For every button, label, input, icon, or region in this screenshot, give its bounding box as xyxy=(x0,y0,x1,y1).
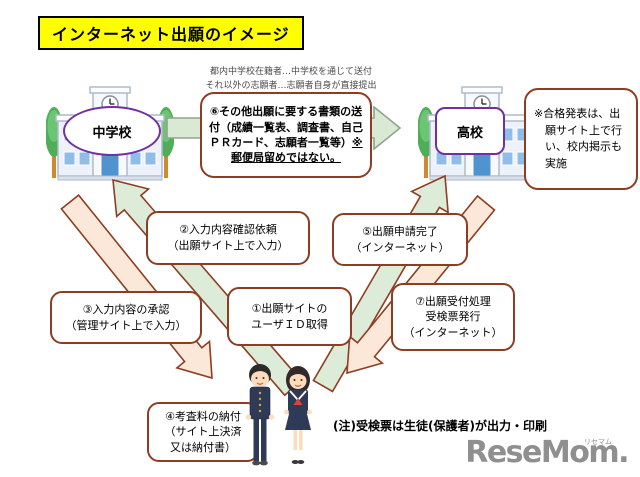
step3-box: ③入力内容の承認 （管理サイト上で入力） xyxy=(50,291,202,344)
student-girl-icon xyxy=(284,366,312,464)
step5-line2: （インターネット） xyxy=(350,240,450,254)
step1-box: ①出願サイトの ユーザＩＤ取得 xyxy=(227,287,352,346)
step3-line1: ③入力内容の承認 xyxy=(82,302,170,316)
step4-box: ④考査料の納付 （サイト上決済 又は納付書） xyxy=(147,402,259,462)
logo-period: . xyxy=(618,435,629,470)
step2-line1: ②入力内容確認依頼 xyxy=(179,223,277,237)
step5-line1: ⑤出願申請完了 xyxy=(362,224,438,238)
high-school-label-text: 高校 xyxy=(456,125,483,141)
junior-high-label-text: 中学校 xyxy=(92,125,132,141)
step3-line2: （管理サイト上で入力） xyxy=(65,318,187,332)
step4-line3: 又は納付書） xyxy=(170,440,236,454)
high-school-label: 高校 xyxy=(435,107,505,155)
step1-line1: ①出願サイトの xyxy=(251,301,328,315)
step7-line3: （インターネット） xyxy=(403,325,503,339)
step6-box: ⑥その他出願に要する書類の送付（成績一覧表、調査書、自己ＰＲカード、志願者一覧等… xyxy=(200,92,372,178)
step7-line1: ⑦出願受付処理 xyxy=(415,294,491,308)
step7-line2: 受検票発行 xyxy=(425,310,481,324)
step1-line2: ユーザＩＤ取得 xyxy=(251,317,328,331)
top-annotation-line2: それ以外の志願者…志願者自身が直接提出 xyxy=(205,80,377,91)
step6-text: ⑥その他出願に要する書類の送付（成績一覧表、調査書、自己ＰＲカード、志願者一覧等… xyxy=(209,104,363,166)
top-annotation: 都内中学校在籍者…中学校を通じて送付 それ以外の志願者…志願者自身が直接提出 xyxy=(160,66,422,94)
step6-main: ⑥その他出願に要する書類の送付（成績一覧表、調査書、自己ＰＲカード、志願者一覧等… xyxy=(209,105,363,149)
top-annotation-line1: 都内中学校在籍者…中学校を通じて送付 xyxy=(209,67,372,77)
step5-box: ⑤出願申請完了 （インターネット） xyxy=(332,213,468,266)
step7-box: ⑦出願受付処理 受検票発行 （インターネット） xyxy=(391,283,515,351)
step6-emphasis: ※郵便局留めではない。 xyxy=(231,136,363,165)
step2-box: ②入力内容確認依頼 （出願サイト上で入力） xyxy=(146,211,310,265)
step2-line2: （出願サイト上で入力） xyxy=(167,239,289,252)
page-title: インターネット出願のイメージ xyxy=(38,16,304,50)
pass-announcement-note: ※合格発表は、出願サイト上で行い、校内掲示も実施 xyxy=(524,88,638,190)
students-illustration xyxy=(240,362,320,477)
pass-announcement-text: ※合格発表は、出願サイト上で行い、校内掲示も実施 xyxy=(534,107,622,170)
ticket-print-note: (注)受検票は生徒(保護者)が出力・印刷 xyxy=(333,419,547,433)
student-boy-icon xyxy=(245,364,275,466)
logo-text: ReseMom xyxy=(465,435,619,470)
step4-line1: ④考査料の納付 xyxy=(165,409,241,423)
logo-ruby-text: リセマム xyxy=(584,438,612,446)
step4-line2: （サイト上決済 xyxy=(164,425,242,439)
junior-high-label: 中学校 xyxy=(63,106,161,156)
resemom-logo: リセマム ReseMom. xyxy=(465,435,629,477)
